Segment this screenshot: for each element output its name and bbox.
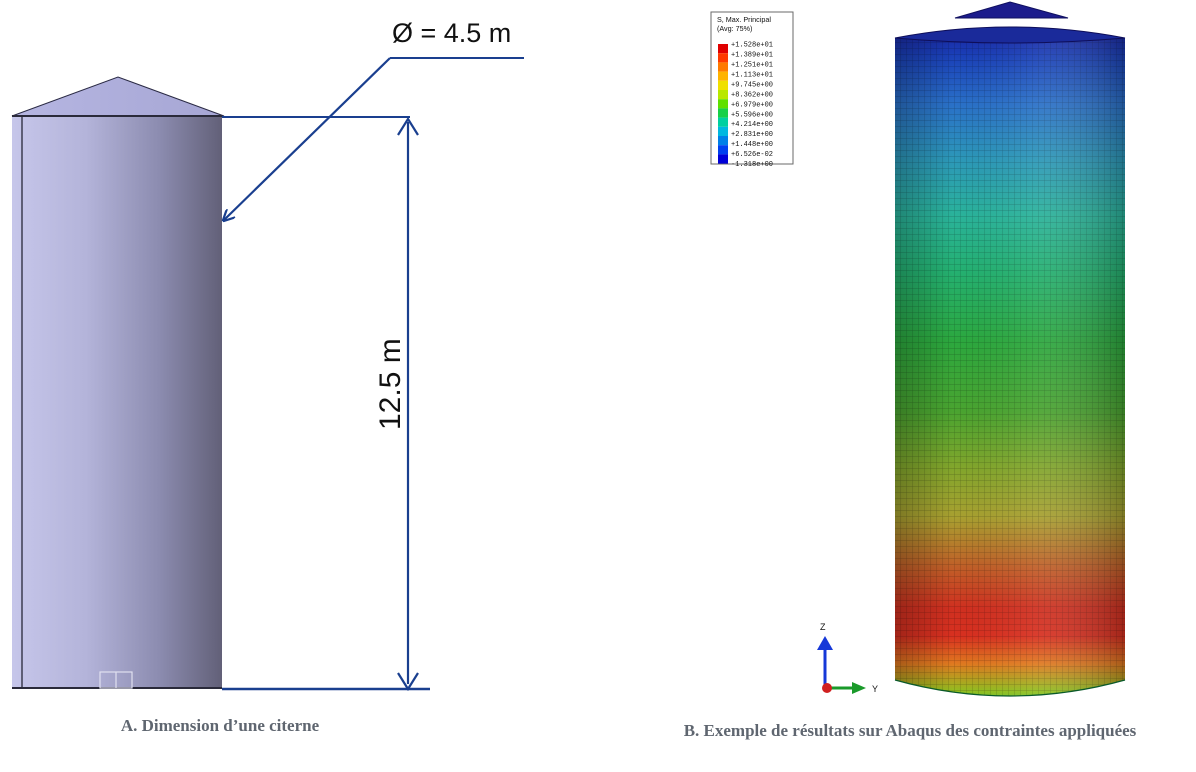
- legend-swatch: [718, 126, 728, 136]
- legend-swatch: [718, 154, 728, 164]
- legend-value-label: +1.251e+01: [731, 61, 773, 69]
- diameter-label: Ø = 4.5 m: [392, 18, 511, 48]
- legend-value-labels: +1.528e+01+1.389e+01 +1.251e+01 +1.113e+01…: [731, 42, 773, 170]
- tank-body: [12, 116, 222, 689]
- legend-value-label: -1.318e+00: [731, 161, 773, 169]
- height-label: 12.5 m: [374, 338, 407, 430]
- fea-tank-top-rim: [894, 26, 1126, 44]
- legend-swatch: [718, 117, 728, 127]
- legend-value-label: +1.113e+01: [731, 71, 773, 79]
- legend-value-label: +1.448e+00: [731, 141, 773, 149]
- legend-value-label: +8.362e+00: [731, 91, 773, 99]
- fea-tank-roof: [954, 1, 1069, 19]
- height-arrow-bottom-head: [397, 672, 419, 692]
- legend-box: S, Max. Principal (Avg: 75%) +1.528e+01+…: [710, 11, 794, 170]
- tank-door: [99, 671, 133, 689]
- legend-value-label: +2.831e+00: [731, 131, 773, 139]
- axis-triad: Z Y: [817, 622, 878, 694]
- dimension-lines: [222, 57, 524, 692]
- fea-tank-model: [894, 1, 1126, 697]
- diameter-leader-arrow: [224, 57, 391, 220]
- legend-swatch: [718, 90, 728, 100]
- legend-value-label: +6.979e+00: [731, 101, 773, 109]
- caption-panel-b: B. Exemple de résultats sur Abaqus des c…: [683, 721, 1137, 740]
- axis-origin-point: [822, 683, 832, 693]
- legend-swatch: [718, 71, 728, 81]
- legend-value-label: +6.526e-02: [731, 151, 773, 159]
- axis-z-label: Z: [820, 622, 826, 632]
- caption-panel-a: A. Dimension d’une citerne: [120, 716, 320, 735]
- tank-drawing: [11, 76, 225, 689]
- axis-y-label: Y: [872, 684, 878, 694]
- legend-swatch: [718, 62, 728, 72]
- legend-subtitle: (Avg: 75%): [717, 24, 752, 33]
- fea-tank-bottom-rim: [894, 679, 1126, 697]
- legend-title: S, Max. Principal: [717, 15, 771, 24]
- legend-swatch: [718, 136, 728, 146]
- legend-swatch: [718, 53, 728, 63]
- tank-roof: [11, 76, 225, 117]
- legend-value-label: +5.596e+00: [731, 111, 773, 119]
- legend-swatch: [718, 44, 728, 54]
- legend-swatch: [718, 80, 728, 90]
- height-arrow-top-head: [397, 116, 419, 136]
- legend-value-label: +1.389e+01: [731, 51, 773, 59]
- legend-swatch: [718, 108, 728, 118]
- legend-value-label: +4.214e+00: [731, 121, 773, 129]
- legend-colorbar: [718, 44, 728, 164]
- legend-swatch: [718, 99, 728, 109]
- legend-value-label: +9.745e+00: [731, 81, 773, 89]
- legend-value-label: +1.528e+01: [731, 42, 773, 50]
- legend-swatch: [718, 145, 728, 155]
